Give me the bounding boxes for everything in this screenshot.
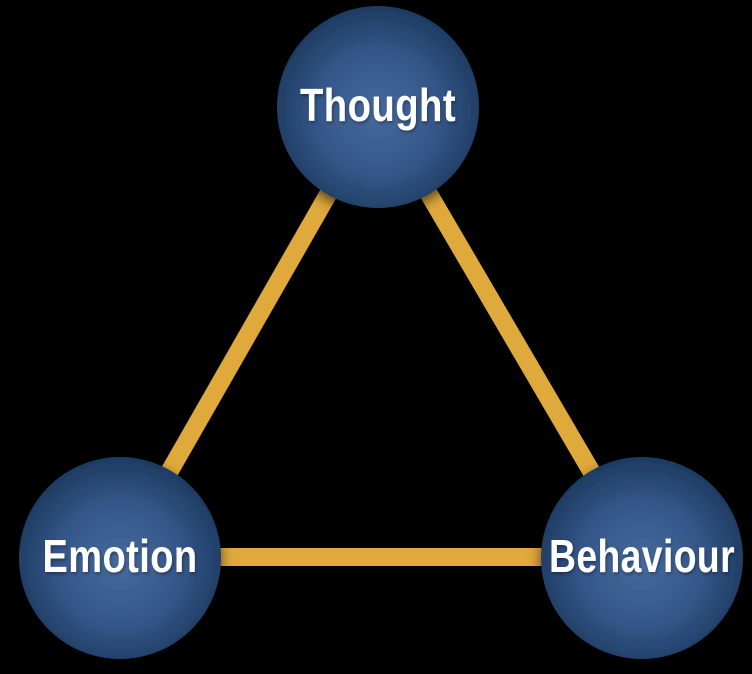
node-thought-label: Thought	[300, 79, 456, 131]
node-emotion-label: Emotion	[43, 530, 198, 582]
nodes	[19, 6, 743, 659]
node-emotion-circle	[19, 457, 221, 659]
node-thought-circle	[277, 6, 479, 208]
node-labels: Thought Emotion Behaviour	[43, 79, 735, 582]
node-behaviour-label: Behaviour	[549, 530, 735, 582]
node-behaviour-circle	[541, 457, 743, 659]
